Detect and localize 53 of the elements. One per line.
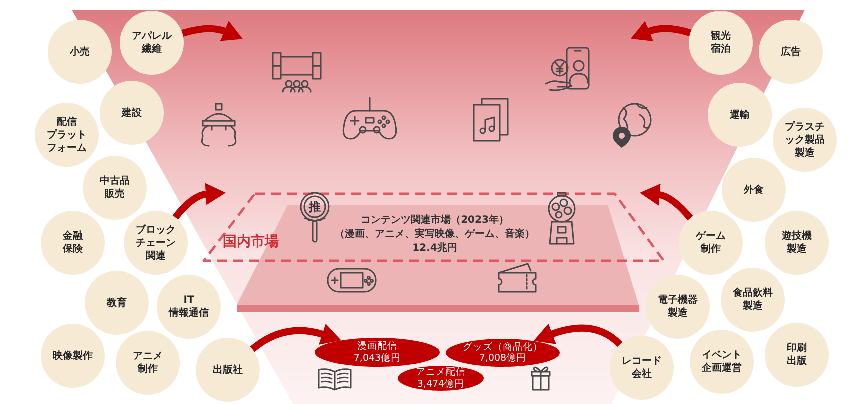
fan-character: 推	[309, 200, 321, 214]
curved-arrow	[534, 324, 623, 348]
curved-arrow	[250, 324, 342, 352]
industry-circle	[646, 275, 710, 339]
curved-arrow	[630, 21, 692, 42]
industry-circle	[722, 158, 786, 222]
industry-circle	[610, 336, 674, 400]
industry-label: 電子機器製造	[658, 294, 698, 320]
market-size: 12.4兆円	[412, 242, 458, 256]
industry-label: プラスチック製品製造	[785, 120, 825, 160]
industry-circle	[157, 275, 221, 339]
industry-label: 教育	[107, 296, 127, 310]
curved-arrow	[182, 21, 244, 42]
industry-label: 小売	[70, 46, 90, 58]
industry-label: 広告	[781, 46, 801, 58]
segment-name: 漫画配信	[358, 341, 398, 352]
industry-circle	[41, 211, 105, 275]
industry-circle	[721, 268, 785, 332]
segment-amount: 7,043億円	[354, 352, 402, 364]
industry-label: ゲーム制作	[696, 230, 726, 256]
industry-circle	[679, 211, 743, 275]
industry-label: アパレル繊維	[132, 30, 172, 56]
industry-label: 観光宿泊	[711, 30, 731, 56]
industry-label: 中古品販売	[100, 175, 130, 201]
industry-label: 印刷出版	[787, 342, 807, 368]
industry-label: イベント企画運営	[702, 349, 742, 375]
segment-amount: 7,008億円	[479, 353, 527, 364]
industry-label: 運輸	[730, 108, 750, 122]
industry-label: IT情報通信	[169, 294, 209, 320]
industry-label: 食品飲料製造	[733, 287, 773, 313]
curved-arrow	[172, 183, 226, 220]
industry-label: 配信プラットフォーム	[47, 116, 87, 154]
industry-label: 映像製作	[53, 350, 93, 362]
industry-label: 遊技機製造	[782, 230, 812, 256]
curved-arrow	[640, 184, 694, 221]
industry-label: アニメ制作	[133, 350, 163, 376]
market-title: コンテンツ関連市場（2023年）	[361, 214, 509, 228]
industry-circle	[100, 81, 164, 145]
industry-circle	[124, 211, 188, 275]
region-label: 国内市場	[223, 234, 279, 250]
industry-label: 外食	[744, 184, 764, 196]
industry-label: レコード会社	[622, 355, 662, 381]
market-genres: （漫画、アニメ、実写映像、ゲーム、音楽）	[335, 228, 535, 242]
industry-circle	[85, 271, 149, 335]
industry-label: 出版社	[213, 364, 243, 376]
industry-circle	[765, 211, 829, 275]
industry-label: ブロックチェーン関連	[136, 224, 176, 262]
segment-name: グッズ（商品化）	[463, 342, 543, 353]
segment-name: アニメ配信	[416, 367, 466, 378]
segment-amount: 3,474億円	[417, 378, 465, 390]
industry-circle	[83, 156, 147, 220]
industry-label: 金融保険	[63, 230, 83, 256]
industry-label: 建設	[122, 106, 142, 120]
